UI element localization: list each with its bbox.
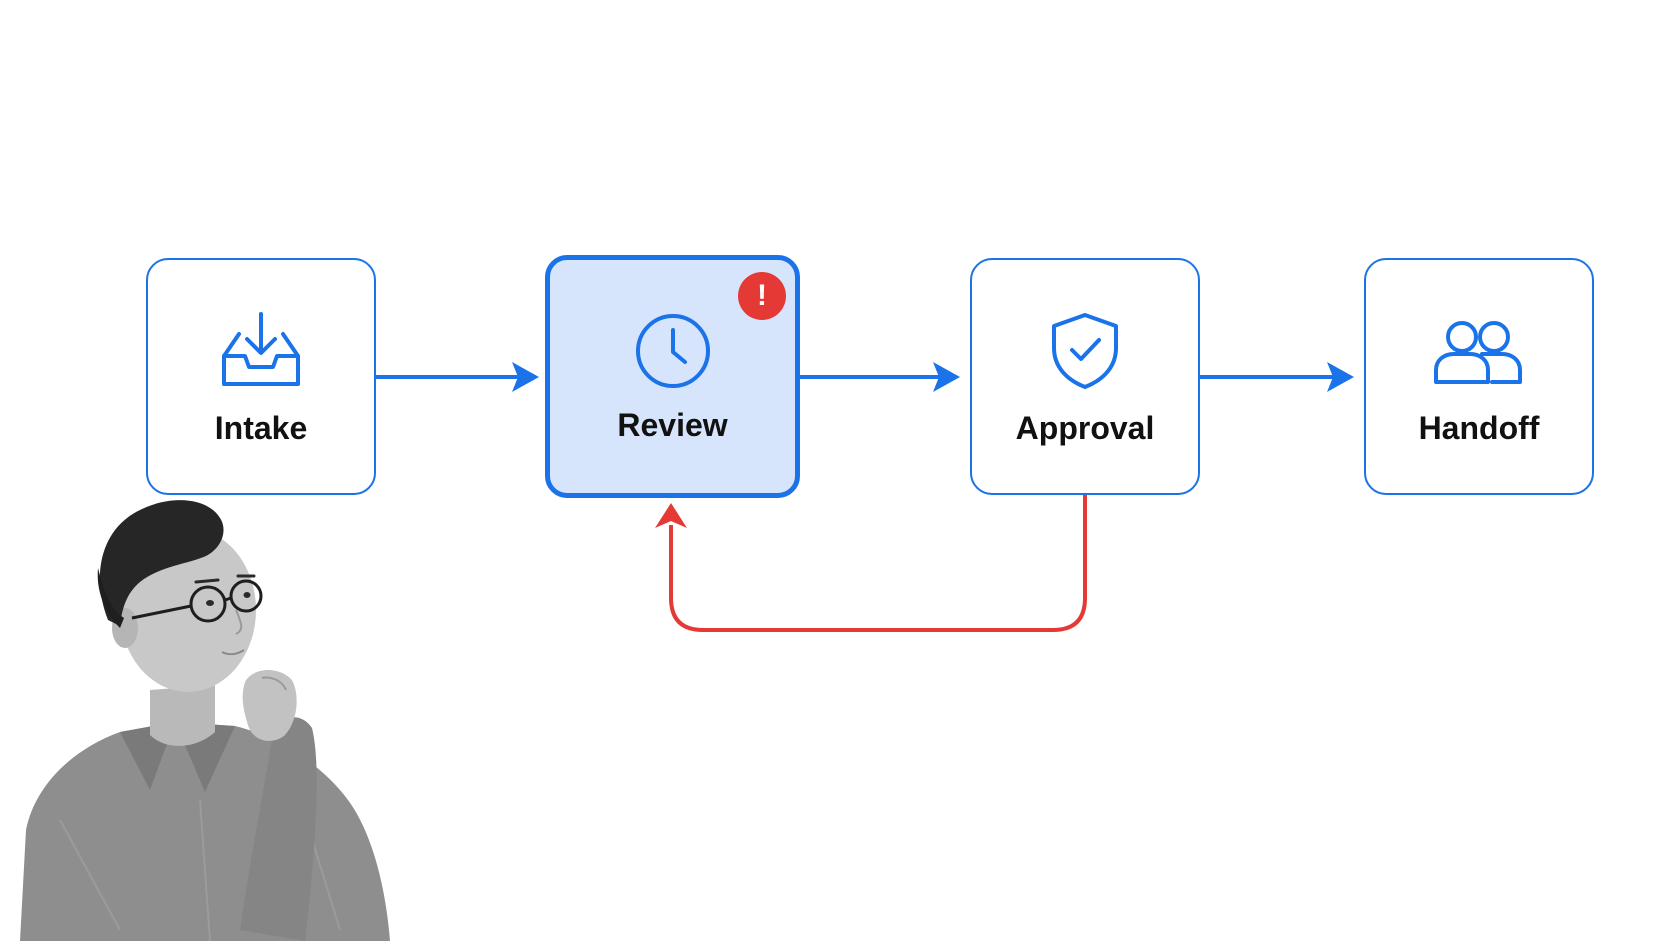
step-label: Handoff [1418, 410, 1540, 446]
edge-approval-handoff [1198, 362, 1354, 392]
step-intake[interactable]: Intake [146, 258, 376, 495]
people-icon [1434, 321, 1522, 384]
step-handoff[interactable]: Handoff [1364, 258, 1594, 495]
edge-approval-review-loopback [655, 495, 1087, 632]
step-label: Intake [214, 410, 308, 446]
edge-review-approval [800, 362, 960, 392]
step-label: Approval [1015, 410, 1155, 446]
inbox-download-icon [222, 312, 300, 386]
edge-intake-review [376, 362, 539, 392]
step-review[interactable]: Review ! [545, 255, 800, 498]
alert-badge: ! [738, 272, 786, 320]
shield-check-icon [1052, 313, 1118, 389]
step-approval[interactable]: Approval [970, 258, 1200, 495]
clock-icon [635, 314, 710, 388]
step-label: Review [617, 407, 728, 443]
thinking-person-photo [20, 500, 390, 941]
